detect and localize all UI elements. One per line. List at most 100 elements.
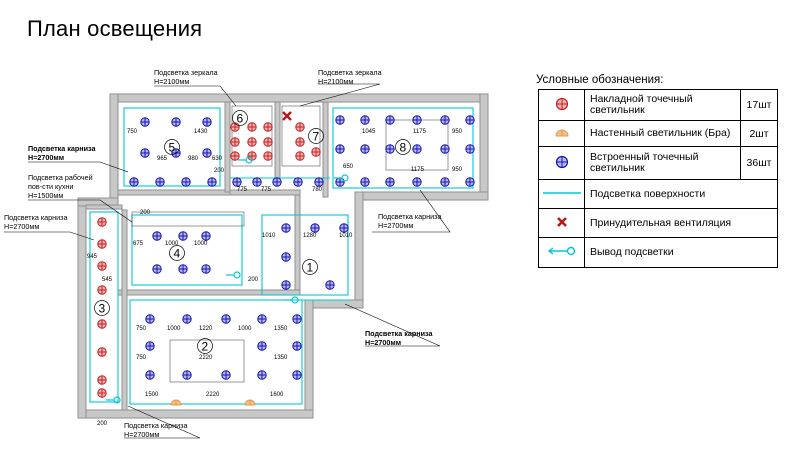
legend-row: Настенный светильник (Бра) 2шт (538, 120, 778, 147)
dimension-label: 775 (261, 187, 272, 193)
recessed-spot-icon (440, 144, 450, 154)
wall (354, 191, 364, 305)
legend-count: 17шт (740, 89, 778, 121)
surface-spot-icon (97, 388, 107, 398)
surface-strip-icon (542, 192, 581, 194)
surface-spot-icon (97, 261, 107, 271)
recessed-spot-icon (385, 177, 395, 187)
svg-text:2: 2 (202, 340, 209, 354)
legend-label: Настенный светильник (Бра) (584, 120, 741, 147)
recessed-spot-icon (440, 177, 450, 187)
wall-sconce-icon (554, 129, 569, 137)
recessed-spot-icon (440, 115, 450, 125)
surface-spot-icon (295, 151, 305, 161)
room-number: 7 (308, 128, 324, 144)
annotation-text: H=2100мм (318, 77, 353, 86)
dimension-label: 650 (343, 164, 354, 170)
ventilation-icon (282, 111, 292, 121)
leader-line (124, 405, 201, 439)
surface-spot-icon (263, 122, 273, 132)
recessed-spot-icon (385, 115, 395, 125)
surface-spot-icon (263, 137, 273, 147)
annotation-text: H=2100мм (154, 77, 189, 86)
surface-spot-icon (295, 137, 305, 147)
annotation-text: Подсветка рабочей (28, 173, 93, 182)
recessed-spot-icon (252, 177, 262, 187)
dimension-label: 630 (212, 156, 223, 162)
legend-row: Принудительная вентиляция (538, 208, 778, 238)
surface-spots (97, 122, 321, 398)
room-number: 4 (169, 245, 185, 261)
wall (479, 93, 489, 199)
recessed-spot-icon (292, 341, 302, 351)
recessed-spot-icon (202, 148, 212, 158)
recessed-spot-icon (335, 177, 345, 187)
light-output-icon (238, 156, 253, 164)
leader-line (344, 303, 441, 347)
dimension-label: 950 (452, 129, 463, 135)
dimension-label: 1500 (145, 392, 159, 398)
legend-count: 36шт (740, 146, 778, 180)
dimension-label: 200 (248, 277, 259, 283)
legend-label: Накладной точечный светильник (584, 89, 741, 121)
room-number: 6 (232, 110, 248, 126)
surface-spot-icon (230, 122, 240, 132)
leader-line (28, 199, 133, 223)
recessed-spot-icon (201, 231, 211, 241)
recessed-spot-icon (412, 115, 422, 125)
recessed-spot-icon (360, 144, 370, 154)
dimension-label: 945 (87, 254, 98, 260)
annotation-text: Подсветка зеркала (318, 68, 382, 77)
dimension-label: 545 (102, 277, 113, 283)
recessed-spot-icon (178, 264, 188, 274)
annotation-text: H=2700мм (365, 338, 401, 347)
svg-text:6: 6 (237, 112, 244, 126)
recessed-spot-icon (465, 115, 475, 125)
recessed-spot-icon (171, 117, 181, 127)
recessed-spot-icon (182, 370, 192, 380)
dimension-label: 1350 (274, 355, 288, 361)
leader-lines (4, 83, 451, 439)
recessed-spot-icon (145, 314, 155, 324)
recessed-spot-icon (335, 115, 345, 125)
dimension-label: 1430 (194, 129, 208, 135)
leader-line (28, 161, 129, 173)
recessed-spot-icon (465, 177, 475, 187)
surface-spot-icon (97, 217, 107, 227)
room-numbers: 1 2 3 4 5 6 7 8 (94, 110, 411, 354)
legend-label: Подсветка поверхности (584, 179, 778, 209)
recessed-spot-icon (232, 177, 242, 187)
bath-fixture (231, 105, 273, 167)
light-output-icon (284, 296, 299, 304)
surface-spot-icon (295, 122, 305, 132)
dimension-label: 1600 (270, 392, 284, 398)
room-number: 1 (302, 259, 318, 275)
light-output-icon (226, 271, 241, 279)
kitchen-counter (131, 211, 245, 227)
recessed-spot-icon (292, 314, 302, 324)
cornice-line-room5 (123, 107, 221, 187)
room-number: 2 (197, 338, 213, 354)
wall (85, 204, 123, 210)
recessed-spot-icon (155, 177, 165, 187)
dimension-label: 1045 (362, 129, 376, 135)
light-outputs (106, 156, 349, 404)
svg-text:8: 8 (400, 141, 407, 155)
recessed-spot-icon (178, 231, 188, 241)
legend-row: Подсветка поверхности (538, 179, 778, 209)
surface-spot-icon (97, 347, 107, 357)
annotation-text: Подсветка карниза (4, 213, 67, 222)
svg-text:4: 4 (174, 247, 181, 261)
recessed-spot-icon (412, 177, 422, 187)
svg-text:5: 5 (169, 141, 176, 155)
recessed-spot-icon (201, 264, 211, 274)
legend-label: Вывод подсветки (584, 237, 778, 268)
surface-spot-icon (555, 97, 568, 110)
dimension-label: 1175 (411, 167, 425, 173)
dimension-label: 1350 (274, 326, 288, 332)
wall (121, 209, 128, 411)
cornice-line-room3 (89, 211, 119, 403)
surface-spot-icon (230, 137, 240, 147)
annotation-text: Подсветка карниза (378, 212, 441, 221)
